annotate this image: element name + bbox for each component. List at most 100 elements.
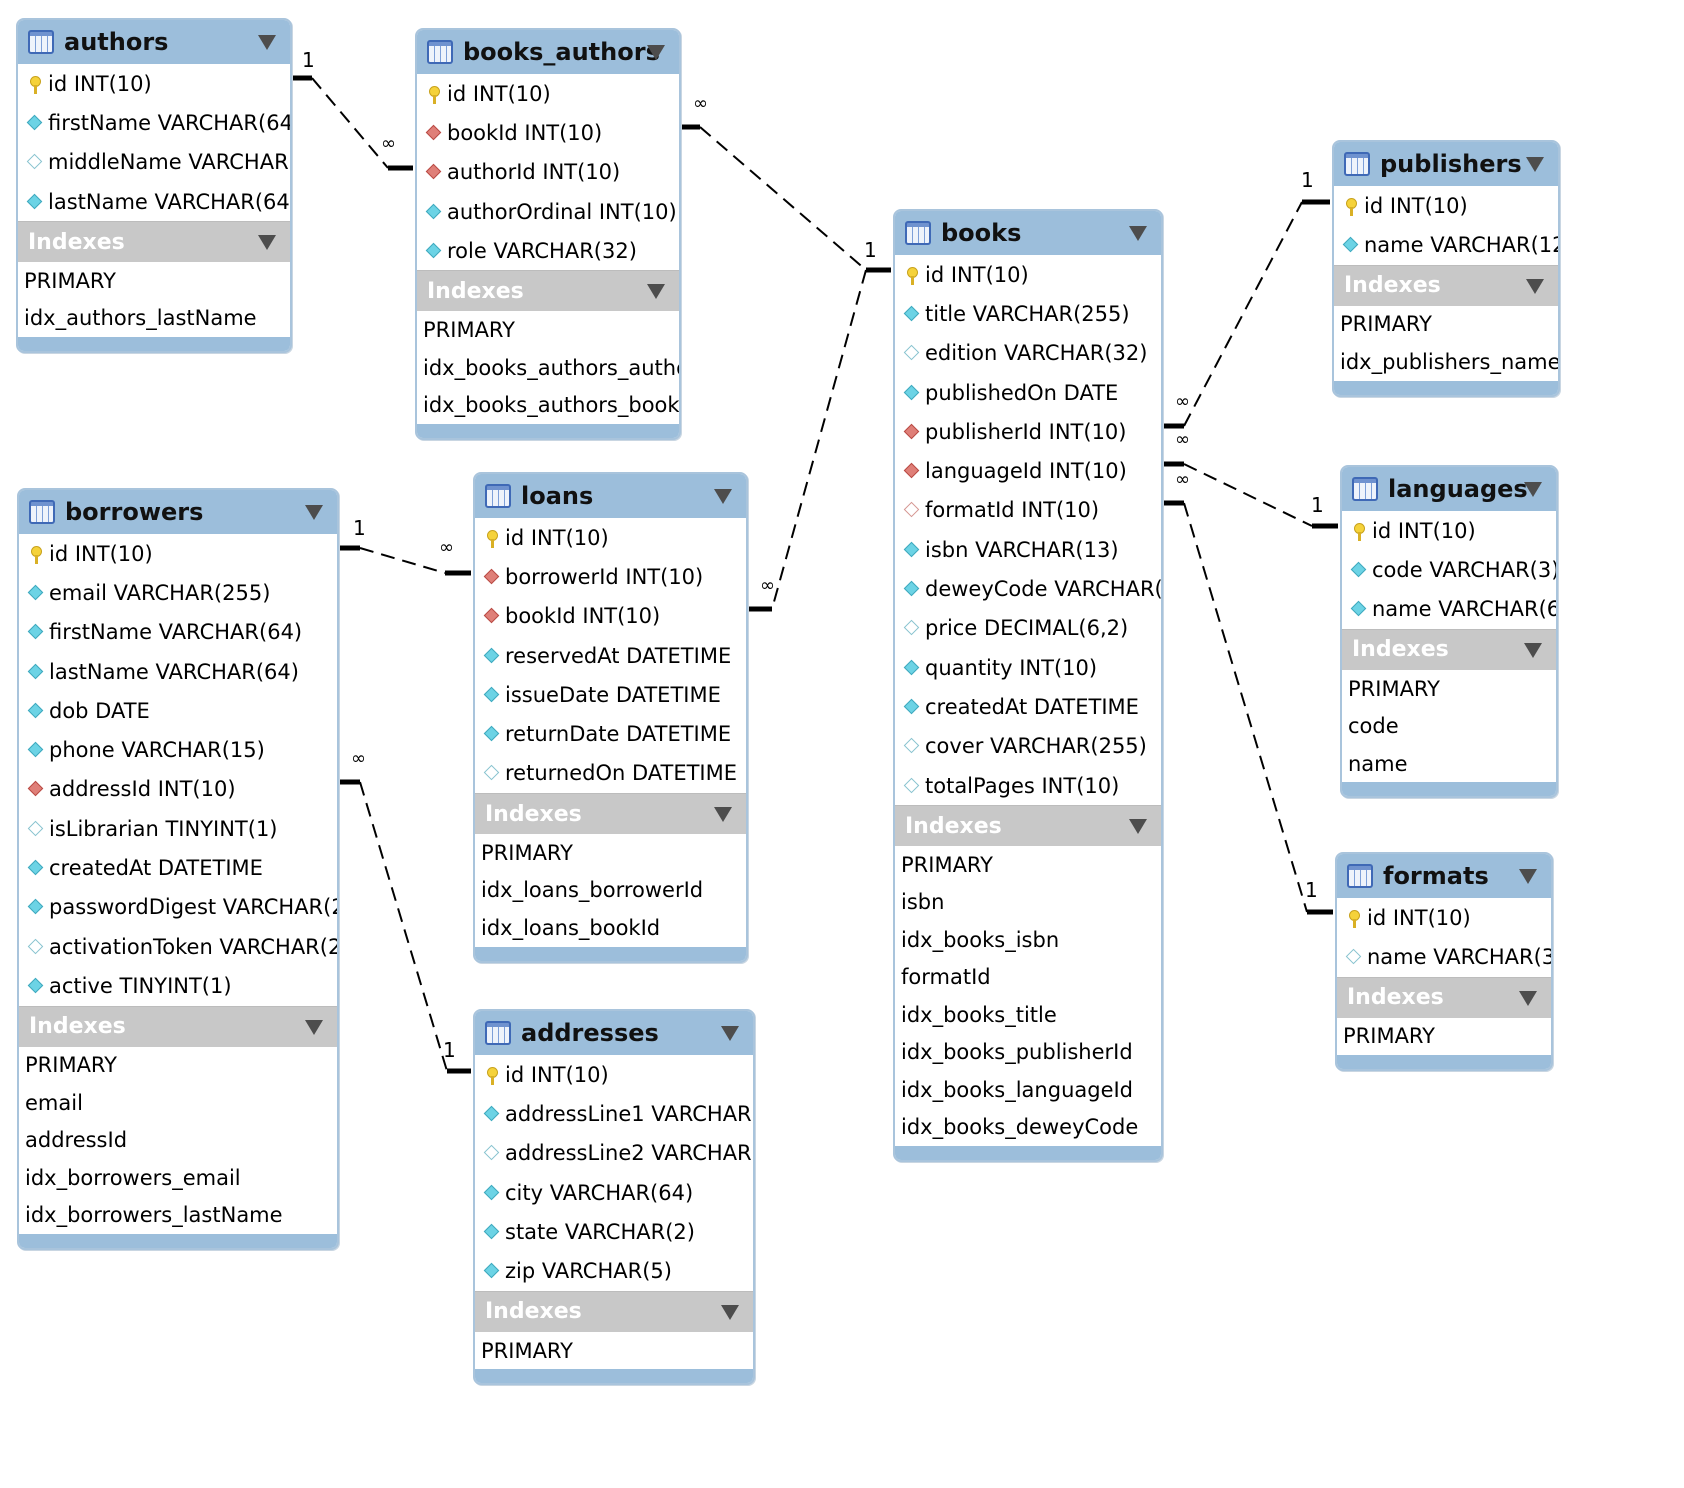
column-row[interactable]: email VARCHAR(255) (19, 573, 337, 612)
column-row[interactable]: bookId INT(10) (475, 597, 746, 636)
column-row[interactable]: formatId INT(10) (895, 491, 1161, 530)
index-row[interactable]: name (1348, 751, 1408, 776)
indexes-header[interactable]: Indexes (475, 793, 746, 835)
index-row[interactable]: code (1348, 714, 1399, 739)
index-row[interactable]: PRIMARY (1343, 1024, 1436, 1049)
collapse-arrow-icon[interactable] (1519, 990, 1537, 1006)
index-row[interactable]: idx_loans_bookId (481, 915, 661, 940)
column-row[interactable]: zip VARCHAR(5) (475, 1251, 753, 1290)
column-row[interactable]: activationToken VARCHAR(255) (19, 927, 337, 966)
collapse-arrow-icon[interactable] (647, 45, 665, 60)
collapse-arrow-icon[interactable] (258, 35, 276, 50)
collapse-arrow-icon[interactable] (1519, 869, 1537, 884)
table-header[interactable]: publishers (1334, 142, 1558, 186)
column-row[interactable]: totalPages INT(10) (895, 766, 1161, 805)
column-row[interactable]: id INT(10) (1337, 898, 1551, 937)
column-row[interactable]: id INT(10) (475, 1055, 753, 1094)
indexes-header[interactable]: Indexes (417, 270, 679, 312)
column-row[interactable]: firstName VARCHAR(64) (19, 613, 337, 652)
collapse-arrow-icon[interactable] (1526, 157, 1544, 172)
collapse-arrow-icon[interactable] (1524, 482, 1542, 497)
column-row[interactable]: name VARCHAR(32) (1337, 937, 1551, 976)
column-row[interactable]: name VARCHAR(128) (1334, 225, 1558, 264)
index-row[interactable]: PRIMARY (25, 1053, 118, 1078)
column-row[interactable]: dob DATE (19, 691, 337, 730)
index-row[interactable]: formatId (901, 965, 991, 990)
index-row[interactable]: idx_books_languageId (901, 1077, 1134, 1102)
relationship-books-books_authors[interactable] (676, 124, 891, 273)
table-header[interactable]: authors (18, 20, 290, 64)
indexes-header[interactable]: Indexes (18, 221, 290, 263)
column-row[interactable]: lastName VARCHAR(64) (18, 182, 290, 221)
index-row[interactable]: idx_books_deweyCode (901, 1115, 1139, 1140)
index-row[interactable]: PRIMARY (1340, 312, 1433, 337)
collapse-arrow-icon[interactable] (1129, 226, 1147, 241)
index-row[interactable]: PRIMARY (481, 1338, 574, 1363)
index-row[interactable]: idx_borrowers_email (25, 1165, 241, 1190)
index-row[interactable]: idx_books_publisherId (901, 1040, 1133, 1065)
column-row[interactable]: addressLine1 VARCHAR(64) (475, 1094, 753, 1133)
column-row[interactable]: createdAt DATETIME (895, 687, 1161, 726)
indexes-header[interactable]: Indexes (1342, 628, 1556, 670)
collapse-arrow-icon[interactable] (714, 489, 732, 504)
column-row[interactable]: price DECIMAL(6,2) (895, 609, 1161, 648)
column-row[interactable]: deweyCode VARCHAR(15) (895, 569, 1161, 608)
column-row[interactable]: id INT(10) (18, 64, 290, 103)
relationship-borrowers-loans[interactable] (335, 545, 471, 576)
table-header[interactable]: languages (1342, 467, 1556, 511)
collapse-arrow-icon[interactable] (1524, 642, 1542, 658)
collapse-arrow-icon[interactable] (1129, 819, 1147, 835)
collapse-arrow-icon[interactable] (305, 1019, 323, 1035)
index-row[interactable]: PRIMARY (1348, 676, 1441, 701)
indexes-header[interactable]: Indexes (1337, 976, 1551, 1018)
table-header[interactable]: formats (1337, 854, 1551, 898)
column-row[interactable]: firstName VARCHAR(64) (18, 103, 290, 142)
column-row[interactable]: addressLine2 VARCHAR(64) (475, 1134, 753, 1173)
column-row[interactable]: name VARCHAR(64) (1342, 590, 1556, 629)
column-row[interactable]: isbn VARCHAR(13) (895, 530, 1161, 569)
index-row[interactable]: PRIMARY (481, 840, 574, 865)
index-row[interactable]: idx_books_isbn (901, 927, 1060, 952)
collapse-arrow-icon[interactable] (258, 235, 276, 251)
column-row[interactable]: publisherId INT(10) (895, 412, 1161, 451)
column-row[interactable]: addressId INT(10) (19, 770, 337, 809)
column-row[interactable]: id INT(10) (1334, 186, 1558, 225)
column-row[interactable]: id INT(10) (475, 518, 746, 557)
column-row[interactable]: code VARCHAR(3) (1342, 550, 1556, 589)
relationship-authors-books_authors[interactable] (288, 75, 413, 171)
column-row[interactable]: quantity INT(10) (895, 648, 1161, 687)
column-row[interactable]: state VARCHAR(2) (475, 1212, 753, 1251)
column-row[interactable]: edition VARCHAR(32) (895, 334, 1161, 373)
column-row[interactable]: createdAt DATETIME (19, 848, 337, 887)
relationship-formats-books[interactable] (1159, 500, 1333, 915)
relationship-languages-books[interactable] (1159, 461, 1338, 529)
column-row[interactable]: publishedOn DATE (895, 373, 1161, 412)
index-row[interactable]: PRIMARY (901, 852, 994, 877)
column-row[interactable]: city VARCHAR(64) (475, 1173, 753, 1212)
index-row[interactable]: PRIMARY (24, 268, 117, 293)
index-row[interactable]: idx_books_title (901, 1002, 1057, 1027)
column-row[interactable]: borrowerId INT(10) (475, 557, 746, 596)
collapse-arrow-icon[interactable] (647, 284, 665, 300)
table-header[interactable]: books_authors (417, 30, 679, 74)
index-row[interactable]: idx_authors_lastName (24, 306, 257, 331)
collapse-arrow-icon[interactable] (714, 807, 732, 823)
index-row[interactable]: idx_books_authors_bookId (423, 393, 681, 418)
column-row[interactable]: middleName VARCHAR(64) (18, 143, 290, 182)
indexes-header[interactable]: Indexes (19, 1005, 337, 1047)
index-row[interactable]: addressId (25, 1128, 128, 1153)
column-row[interactable]: returnedOn DATETIME (475, 754, 746, 793)
index-row[interactable]: idx_books_authors_authorId (423, 355, 679, 380)
table-header[interactable]: books (895, 211, 1161, 255)
column-row[interactable]: active TINYINT(1) (19, 966, 337, 1005)
index-row[interactable]: idx_loans_borrowerId (481, 878, 704, 903)
column-row[interactable]: lastName VARCHAR(64) (19, 652, 337, 691)
indexes-header[interactable]: Indexes (475, 1290, 753, 1332)
column-row[interactable]: authorOrdinal INT(10) (417, 192, 679, 231)
